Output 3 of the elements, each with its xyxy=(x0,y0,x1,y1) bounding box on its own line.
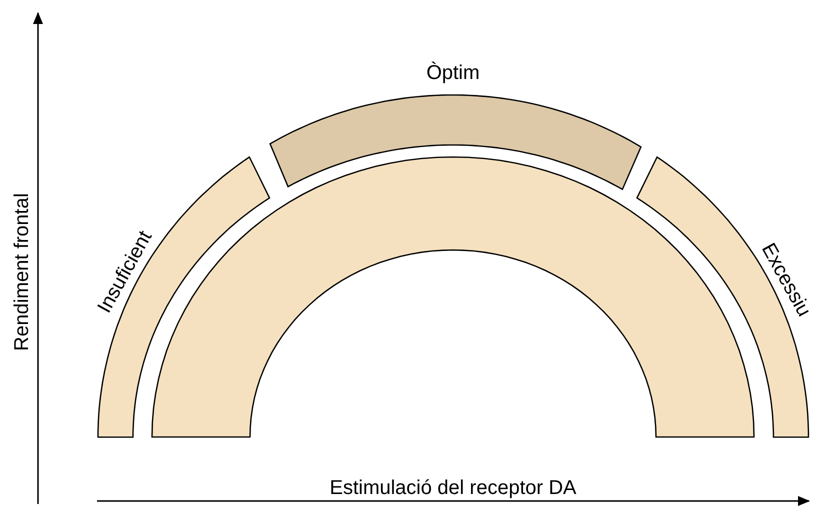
axis-title: Estimulació del receptor DA xyxy=(330,478,576,498)
segment-label: Òptim xyxy=(426,63,480,83)
axis-title: Rendiment frontal xyxy=(12,193,32,351)
